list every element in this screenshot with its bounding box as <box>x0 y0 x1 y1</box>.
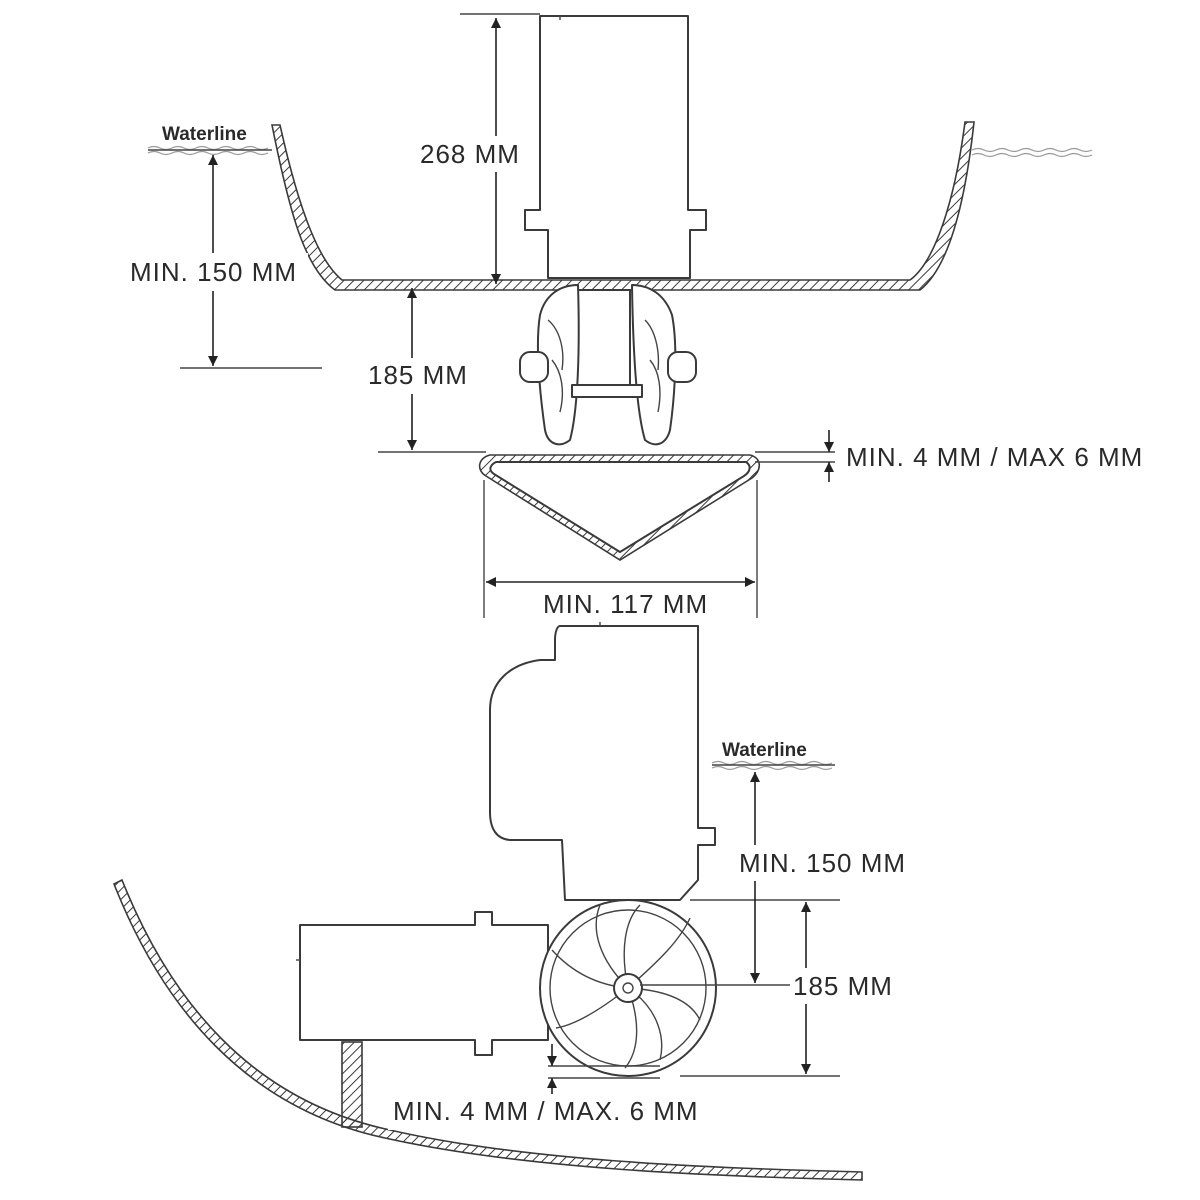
waterline-marker-top: Waterline <box>147 124 272 156</box>
tunnel-propeller-side <box>539 899 717 1077</box>
propeller-assembly-top <box>519 284 697 446</box>
clearance-label-top: MIN. 4 MM / MAX 6 MM <box>846 442 1143 472</box>
waterline-label-top: Waterline <box>162 124 247 145</box>
side-view: Waterline MIN. 150 <box>112 622 920 1181</box>
waterline-marker-top-right <box>971 147 1093 158</box>
motor-height-label-top: 268 MM <box>420 139 520 169</box>
min-width-label-top: MIN. 117 MM <box>543 589 708 619</box>
min-depth-label-side: MIN. 150 MM <box>739 848 906 878</box>
support-bracket-side <box>341 1041 363 1128</box>
clearance-label-side: MIN. 4 MM / MAX. 6 MM <box>393 1096 699 1126</box>
hull-curve-side <box>112 878 863 1181</box>
min-depth-label-top: MIN. 150 MM <box>130 257 297 287</box>
tunnel-diameter-label-side: 185 MM <box>793 971 893 1001</box>
hull-section-top <box>271 121 975 291</box>
tunnel-diameter-label-top: 185 MM <box>368 360 468 390</box>
motor-housing-top <box>524 15 707 279</box>
waterline-marker-side: Waterline <box>711 740 835 771</box>
gear-housing-side <box>299 911 549 1056</box>
waterline-label-side: Waterline <box>722 740 807 761</box>
motor-housing-side <box>489 625 716 901</box>
top-view: Waterline <box>126 13 1143 622</box>
